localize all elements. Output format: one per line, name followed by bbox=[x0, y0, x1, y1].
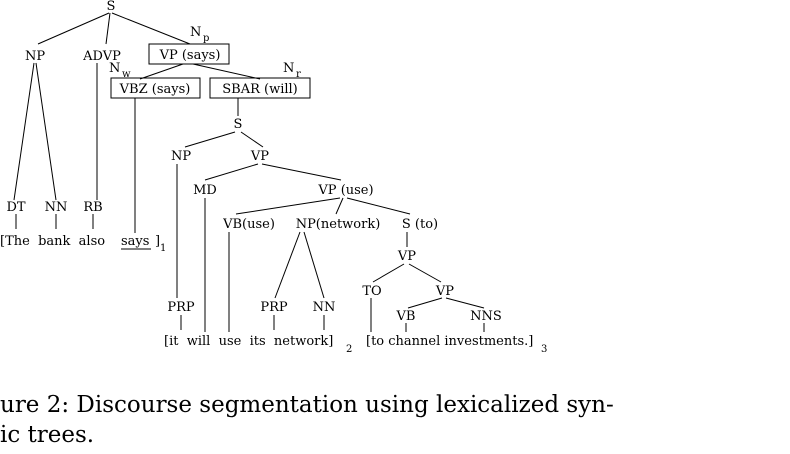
node-vb-channel: VB bbox=[396, 309, 416, 324]
caption-line-2: ic trees. bbox=[0, 422, 95, 448]
segment-3-text: [to channel investments.] bbox=[366, 334, 533, 349]
node-rb: RB bbox=[83, 200, 102, 215]
label-n-r-sub: r bbox=[296, 69, 301, 80]
segment-2-text: [it will use its network] bbox=[164, 334, 333, 349]
vp-says-box bbox=[148, 43, 230, 65]
segment-1-text: [The bank also bbox=[0, 234, 105, 249]
node-s-to: S (to) bbox=[402, 217, 438, 232]
tree-edges bbox=[13, 12, 485, 332]
caption-line-1: ure 2: Discourse segmentation using lexi… bbox=[0, 392, 614, 418]
node-to: TO bbox=[362, 284, 381, 299]
segment-3-index: 3 bbox=[541, 344, 547, 355]
vbz-says-box bbox=[110, 77, 201, 99]
node-md: MD bbox=[193, 183, 217, 198]
syntax-tree-diagram: S NP ADVP VP (says) N p N w N r VBZ (say… bbox=[0, 0, 547, 355]
segment-2-index: 2 bbox=[346, 344, 352, 355]
node-s-embedded: S bbox=[234, 117, 243, 132]
segment-1-says: says bbox=[121, 234, 149, 249]
segment-1-close: ] bbox=[155, 234, 160, 249]
label-n-w: N bbox=[109, 61, 120, 76]
label-n-w-sub: w bbox=[122, 69, 131, 80]
node-vp-use: VP (use) bbox=[317, 183, 373, 198]
node-vp-channel: VP bbox=[435, 284, 454, 299]
node-dt: DT bbox=[6, 200, 25, 215]
node-nn-bank: NN bbox=[45, 200, 68, 215]
sbar-will-box bbox=[209, 77, 311, 99]
node-advp: ADVP bbox=[82, 49, 121, 64]
node-np: NP bbox=[25, 49, 45, 64]
label-n-p-sub: p bbox=[203, 33, 209, 44]
node-vp-to: VP bbox=[397, 249, 416, 264]
node-nn-network: NN bbox=[313, 300, 336, 315]
label-n-r: N bbox=[283, 61, 294, 76]
segment-1-index: 1 bbox=[160, 243, 166, 254]
node-np-network: NP(network) bbox=[296, 217, 381, 232]
figure-caption: ure 2: Discourse segmentation using lexi… bbox=[0, 390, 790, 450]
node-sbar-will: SBAR (will) bbox=[222, 82, 298, 97]
node-np-embedded: NP bbox=[171, 149, 191, 164]
node-prp-its: PRP bbox=[260, 300, 288, 315]
label-n-p: N bbox=[190, 25, 201, 40]
node-vbz-says: VBZ (says) bbox=[119, 82, 191, 97]
node-root-s: S bbox=[107, 0, 116, 14]
node-vb-use: VB(use) bbox=[222, 217, 275, 232]
node-vp-embedded: VP bbox=[250, 149, 269, 164]
node-nns: NNS bbox=[470, 309, 502, 324]
node-prp-it: PRP bbox=[167, 300, 195, 315]
node-vp-says: VP (says) bbox=[159, 48, 221, 63]
